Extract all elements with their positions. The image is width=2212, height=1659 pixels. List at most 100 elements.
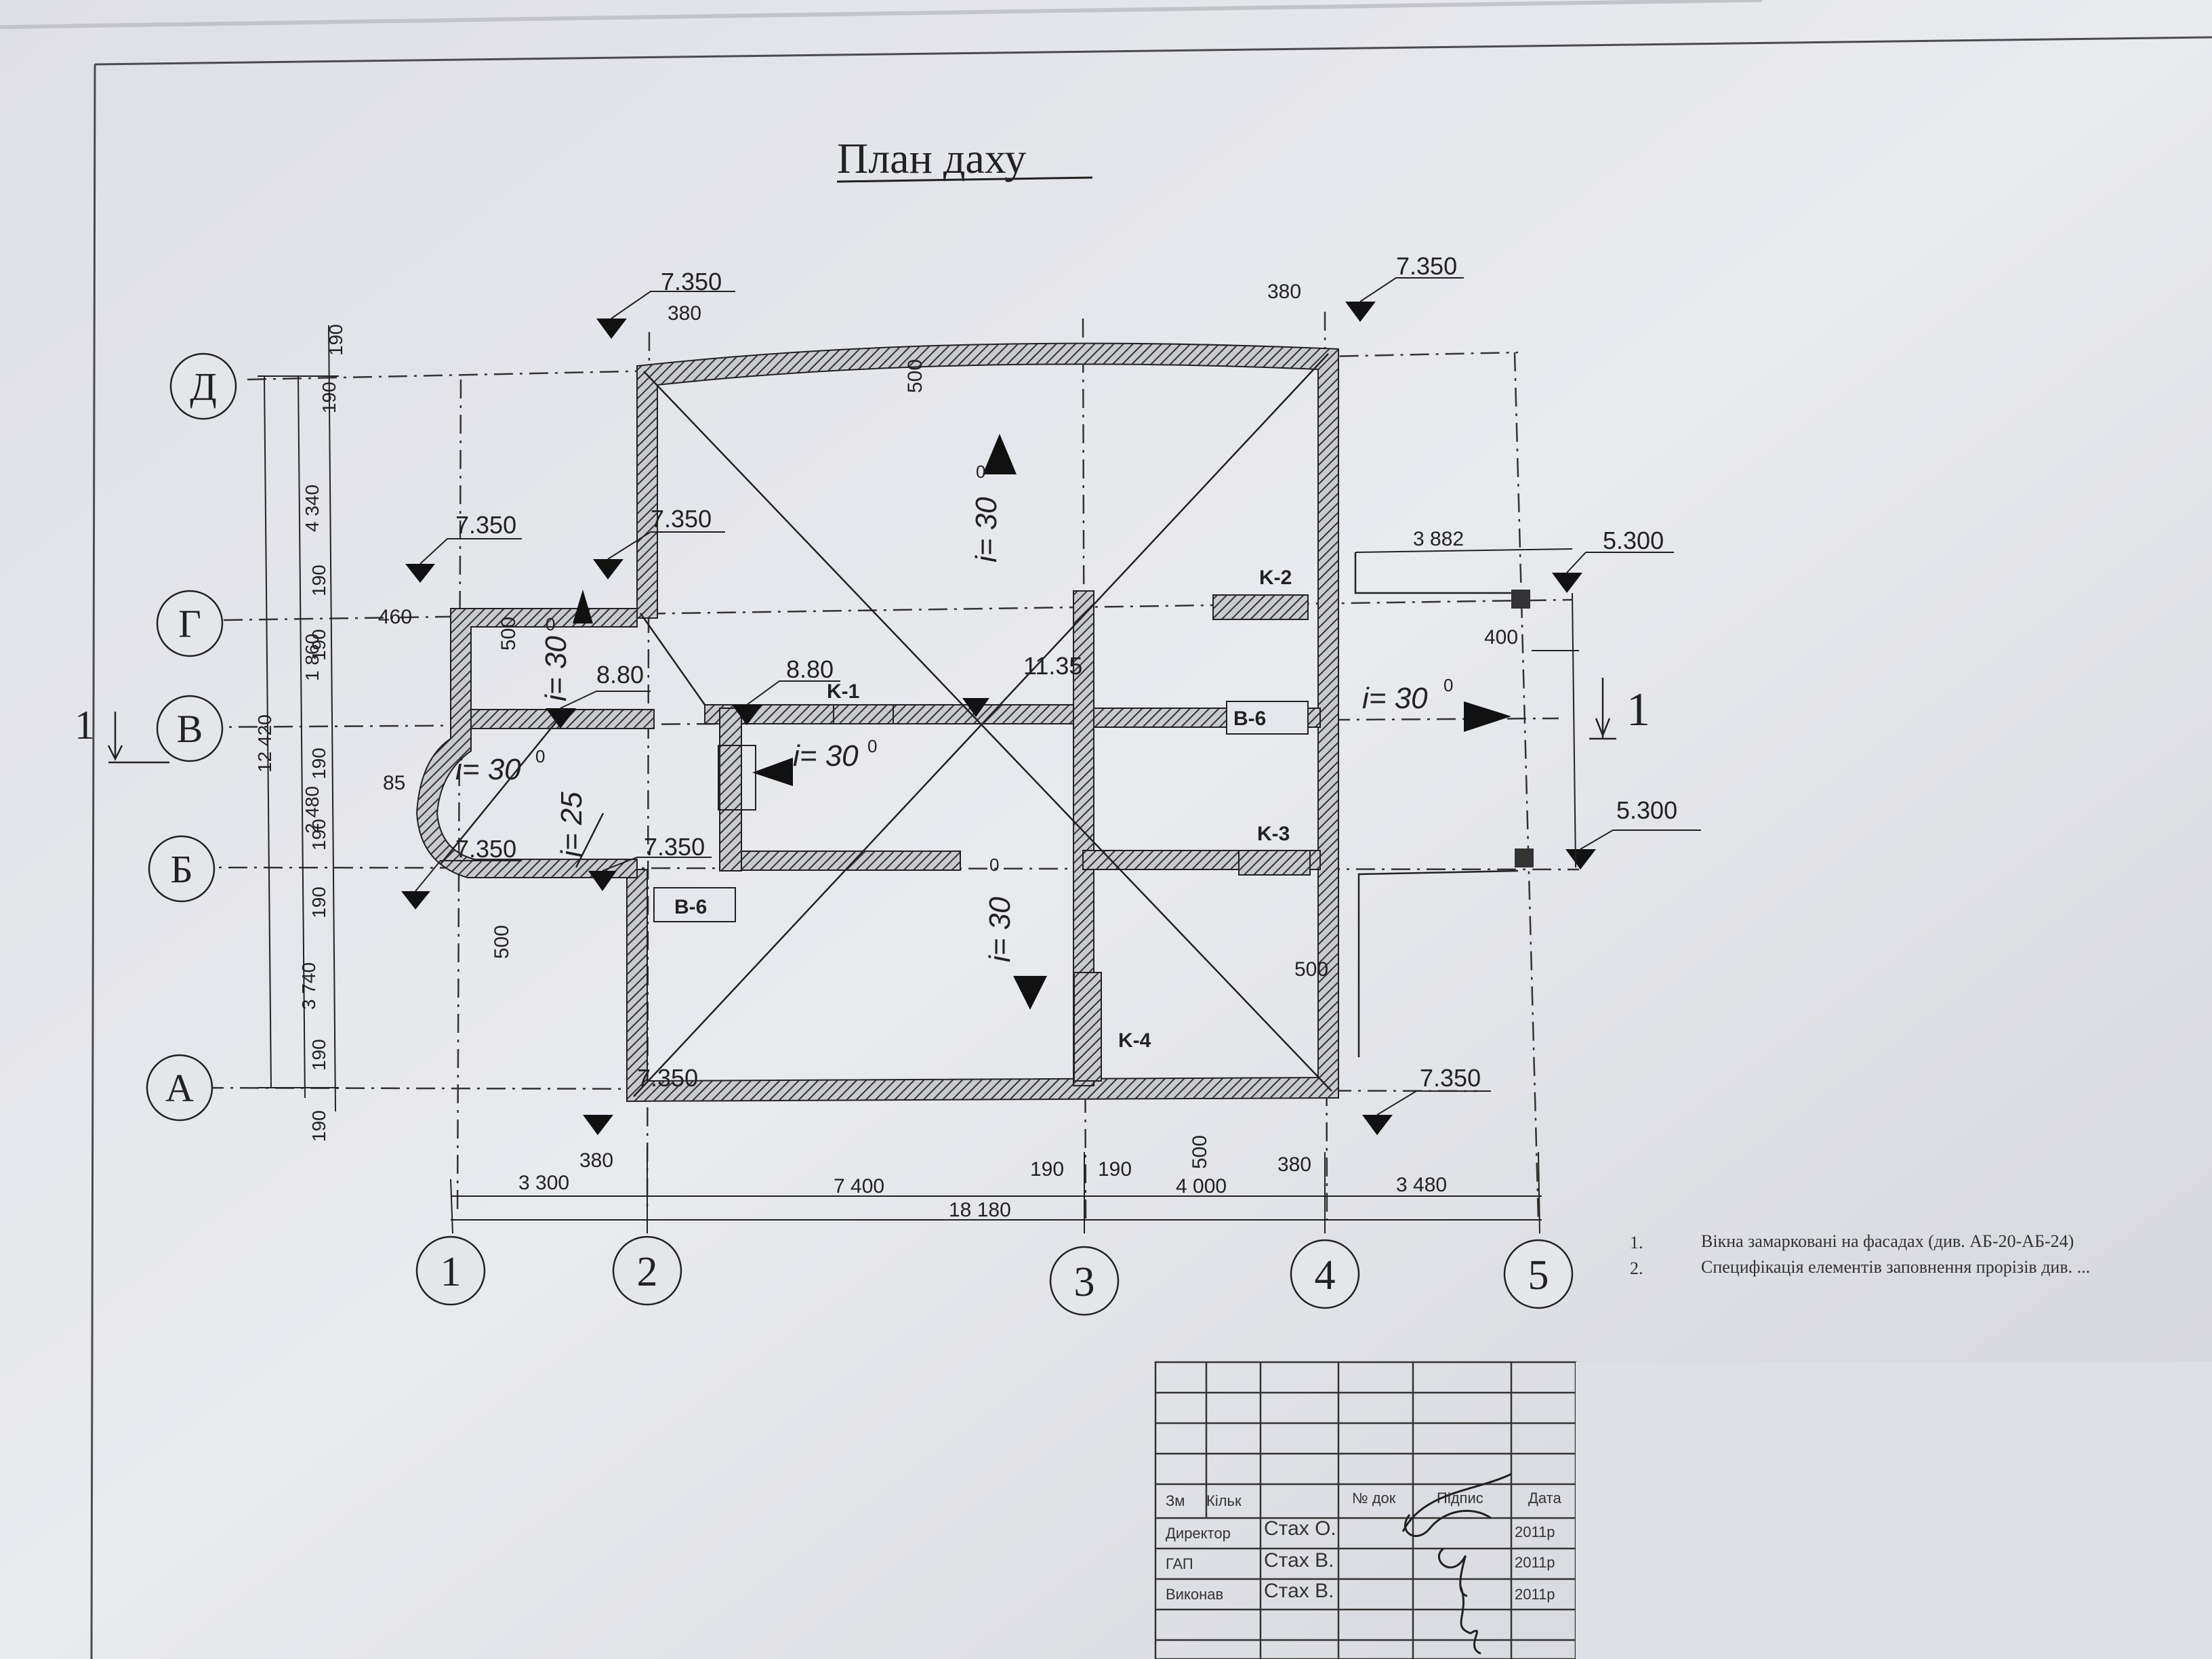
axis-bubble-B — [148, 835, 216, 903]
signature-scribble — [1401, 1473, 1512, 1655]
axis-bubble-2 — [612, 1235, 682, 1306]
v6-lower-marker — [653, 887, 736, 922]
svg-text:190: 190 — [1030, 1158, 1064, 1181]
svg-text:Дата: Дата — [1528, 1490, 1561, 1507]
svg-text:400: 400 — [1484, 626, 1518, 649]
slope-top: i= 30 — [970, 497, 1003, 562]
title-underline — [836, 176, 1093, 183]
axis-letter-bubbles — [146, 352, 237, 1122]
svg-text:3 740: 3 740 — [298, 962, 319, 1010]
svg-text:190: 190 — [308, 1039, 329, 1071]
elev-top-left: 7.350 — [661, 268, 722, 295]
svg-text:500: 500 — [497, 617, 520, 651]
elev-bottom-left: 7.350 — [637, 1064, 698, 1092]
v6-upper-marker — [1226, 701, 1309, 735]
svg-text:0: 0 — [989, 855, 999, 875]
axis-bubble-A — [146, 1054, 213, 1122]
svg-text:190: 190 — [308, 819, 329, 851]
axis-letter-D: Д — [190, 365, 217, 409]
section-label-left: 1 — [75, 703, 95, 747]
stamp-name-2: Стах В. — [1264, 1549, 1334, 1572]
misc-dimension-labels: 380 380 500 500 500 500 500 460 85 3 882… — [378, 281, 1518, 1169]
element-labels: K-1 K-2 K-3 K-4 B-6 B-6 — [674, 567, 1292, 1052]
axis-letter-labels: Д Г В Б А — [165, 365, 217, 1110]
k3-marker — [1238, 850, 1311, 876]
axis-number-5: 5 — [1528, 1252, 1549, 1298]
k4-label: K-4 — [1118, 1029, 1151, 1052]
stamp-name-3: Стах В. — [1264, 1580, 1334, 1602]
bottom-dimension-labels: 3 300 7 400 4 000 3 480 18 180 380 190 1… — [518, 1149, 1447, 1221]
elevation-markers — [401, 302, 1596, 1135]
left-dimension-labels: 190 190 4 340 190 1 860 190 190 2 480 19… — [254, 324, 346, 1142]
svg-text:190: 190 — [1098, 1158, 1132, 1181]
right-dimension-lines — [1355, 548, 1579, 868]
slope-arrow-right — [1464, 701, 1511, 732]
svg-text:500: 500 — [1189, 1135, 1211, 1169]
slope-arrows — [573, 434, 1511, 1010]
k1-label: K-1 — [827, 680, 859, 703]
right-step-outline-low — [1357, 869, 1519, 1057]
notes: 1. Вікна замарковані на фасадах (див. АБ… — [1630, 1231, 2090, 1278]
svg-text:1 860: 1 860 — [302, 634, 323, 681]
svg-text:500: 500 — [904, 359, 926, 393]
stamp-date-2: 2011р — [1515, 1554, 1555, 1571]
svg-text:4 000: 4 000 — [1176, 1175, 1227, 1197]
lower-wall-horizontal — [719, 851, 961, 871]
axis-letter-A: А — [165, 1066, 194, 1110]
svg-text:380: 380 — [1267, 281, 1301, 303]
slope-labels: i= 30 i= 30 i= 30 i= 25 i= 30 i= 30 i= 3… — [455, 497, 1428, 962]
svg-text:0: 0 — [1443, 675, 1453, 695]
right-step-outline — [1354, 552, 1511, 594]
svg-text:190: 190 — [308, 629, 329, 661]
main-outline-wall — [626, 342, 1339, 1103]
stamp-role-1: Директор — [1166, 1525, 1231, 1542]
svg-text:Зм: Зм — [1166, 1492, 1185, 1509]
axis-bubble-5 — [1503, 1239, 1574, 1309]
stamp-table — [1154, 1361, 2212, 1659]
stamp-date-1: 2011р — [1515, 1523, 1555, 1540]
stamp-role-3: Виконав — [1166, 1586, 1223, 1603]
axis-bubble-4 — [1290, 1239, 1360, 1309]
k3-label: K-3 — [1257, 823, 1290, 845]
note-1-text: Вікна замарковані на фасадах (див. АБ-20… — [1701, 1231, 2074, 1251]
svg-text:380: 380 — [579, 1149, 613, 1172]
dormer-outline — [718, 745, 756, 811]
slope-bottom: i= 30 — [983, 897, 1017, 962]
axis-letter-V: В — [177, 707, 203, 751]
svg-text:№ док: № док — [1352, 1490, 1396, 1507]
svg-text:12 420: 12 420 — [254, 714, 275, 773]
k2-marker — [1212, 594, 1309, 620]
axis-bubble-1 — [415, 1235, 486, 1306]
slope-right: i= 30 — [1362, 682, 1428, 715]
paper-fold — [0, 0, 1763, 29]
slope-upper-left: i= 30 — [539, 636, 573, 701]
axis-number-2: 2 — [637, 1249, 658, 1295]
plan-title: План даху — [837, 134, 1026, 182]
left-dimension-chain — [258, 325, 339, 1112]
svg-text:18 180: 18 180 — [949, 1199, 1011, 1221]
element-markers — [653, 552, 1534, 1082]
section-label-right: 1 — [1626, 684, 1650, 736]
slope-arrow-bottom — [1013, 976, 1047, 1010]
v6-upper-label: B-6 — [1233, 708, 1266, 730]
elev-top-right: 7.350 — [1396, 252, 1457, 280]
svg-text:380: 380 — [668, 302, 701, 325]
svg-text:2 480: 2 480 — [302, 786, 323, 834]
elev-inner-upper: 7.350 — [651, 505, 712, 533]
elev-right-lower: 5.300 — [1616, 796, 1677, 824]
svg-text:4 340: 4 340 — [302, 485, 323, 532]
svg-text:85: 85 — [383, 772, 405, 794]
elev-ridge-center: 11.35 — [1023, 652, 1082, 680]
svg-text:0: 0 — [546, 614, 555, 634]
slope-degree-marks: 0 0 0 0 0 0 — [535, 462, 1453, 875]
svg-text:190: 190 — [308, 1110, 329, 1142]
axis-bubble-3 — [1049, 1246, 1120, 1316]
svg-text:Кільк: Кільк — [1206, 1492, 1242, 1509]
k1-marker — [833, 704, 894, 724]
svg-text:0: 0 — [976, 462, 985, 482]
slope-left-mid: i= 25 — [555, 792, 588, 857]
axis-letter-G: Г — [178, 602, 201, 646]
axis-number-labels: 1 2 3 4 5 — [441, 1249, 1549, 1305]
axis-number-4: 4 — [1315, 1252, 1336, 1298]
